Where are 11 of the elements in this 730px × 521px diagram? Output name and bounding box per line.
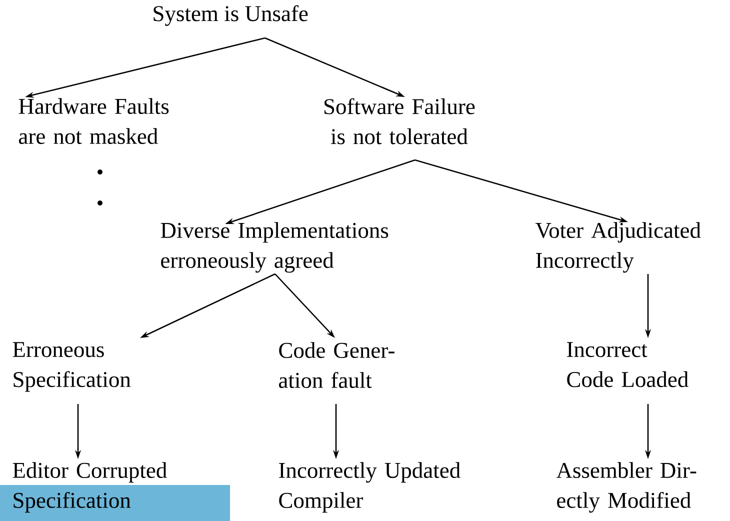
node-text: Diverse Implementations erroneously agreed bbox=[160, 222, 388, 273]
node-text: Voter Adjudicated Incorrectly bbox=[535, 222, 701, 273]
node-text: Code Gener- ation fault bbox=[279, 342, 394, 388]
node-text: Incorrectly Updated Compiler bbox=[279, 462, 460, 513]
node-text: Hardware Faults are not masked bbox=[18, 98, 169, 144]
node-text: System is Unsafe bbox=[154, 5, 308, 26]
node-text: Assembler Dir- ectly Modified bbox=[556, 462, 696, 513]
node-text: Erroneous Specification bbox=[12, 342, 131, 392]
node-text: Editor Corrupted Specification bbox=[12, 462, 167, 513]
node-text: Software Failure is not tolerated bbox=[324, 98, 475, 144]
node-text: Incorrect Code Loaded bbox=[567, 342, 688, 388]
